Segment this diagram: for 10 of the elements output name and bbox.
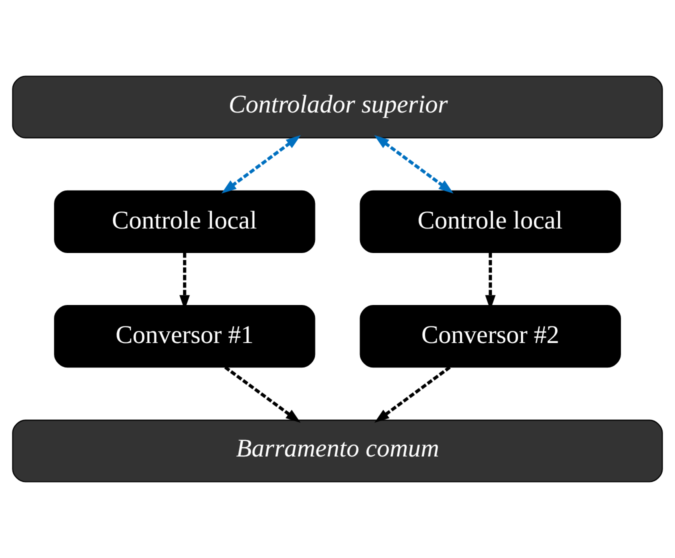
node-box: Conversor #2 — [360, 305, 621, 368]
arrow — [224, 366, 301, 423]
node-box: Barramento comum — [12, 420, 663, 482]
arrow — [222, 135, 301, 194]
node-box: Controle local — [360, 190, 621, 253]
node-box: Conversor #1 — [54, 305, 316, 368]
node-box: Controle local — [54, 190, 316, 253]
arrow — [374, 135, 454, 194]
arrow — [374, 366, 451, 423]
node-box: Controlador superior — [12, 76, 663, 138]
